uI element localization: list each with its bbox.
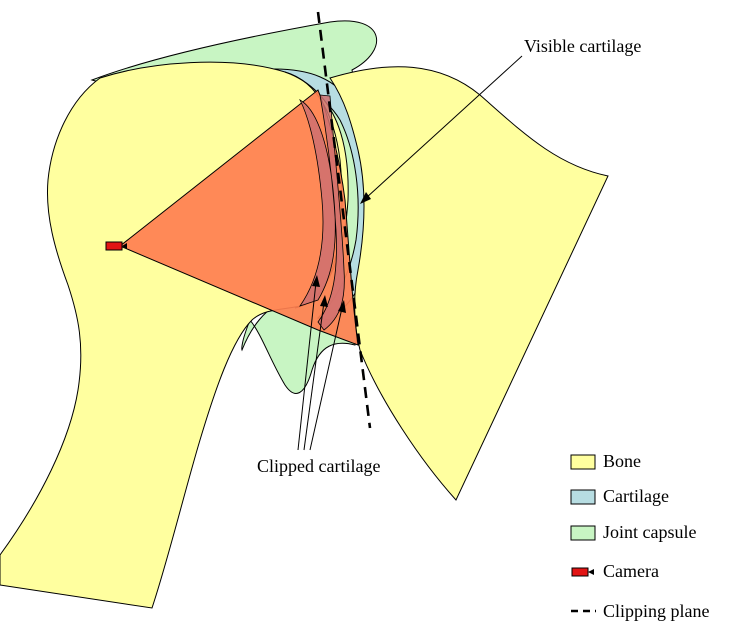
legend-label-camera: Camera: [603, 561, 659, 581]
legend: Bone Cartilage Joint capsule Camera Clip…: [571, 451, 710, 621]
scapula-bone-shape: [330, 67, 608, 500]
bone-swatch: [571, 455, 595, 469]
legend-label-cartilage: Cartilage: [603, 486, 669, 506]
legend-item-cartilage: Cartilage: [571, 486, 669, 506]
legend-label-joint-capsule: Joint capsule: [603, 522, 696, 542]
legend-label-clipping-plane: Clipping plane: [603, 601, 710, 621]
clipped-cartilage-label: Clipped cartilage: [257, 456, 380, 476]
legend-item-clipping-plane: Clipping plane: [571, 601, 710, 621]
legend-camera-icon: [572, 568, 594, 576]
visible-cartilage-label: Visible cartilage: [524, 36, 641, 56]
joint-capsule-swatch: [571, 526, 595, 540]
legend-item-joint-capsule: Joint capsule: [571, 522, 696, 542]
legend-item-bone: Bone: [571, 451, 641, 471]
legend-label-bone: Bone: [603, 451, 641, 471]
legend-item-camera: Camera: [572, 561, 659, 581]
cartilage-swatch: [571, 490, 595, 504]
